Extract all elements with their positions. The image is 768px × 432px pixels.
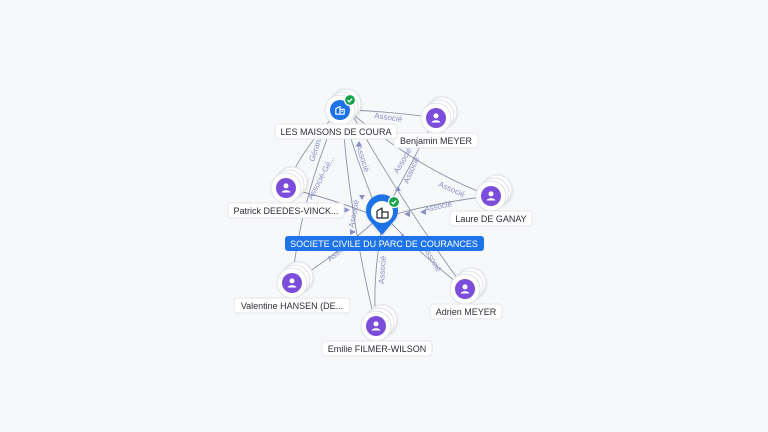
edge-label: Associé: [374, 111, 404, 124]
edge-label: Associé: [437, 180, 467, 200]
node-label: Laure DE GANAY: [455, 214, 526, 224]
node-label-box: [429, 303, 503, 320]
edge-label: Associé: [377, 255, 388, 284]
edge-label: Gérant: [307, 136, 323, 163]
node-label: Emilie FILMER-WILSON: [328, 344, 427, 354]
node-label-box: [227, 202, 345, 219]
arrowhead: [395, 186, 401, 191]
arrowhead: [420, 209, 426, 215]
arrowhead: [356, 141, 362, 146]
building-icon: [376, 207, 389, 219]
node-les-maisons-de-coura[interactable]: LES MAISONS DE COURA: [274, 88, 398, 140]
edge-emilie-maisons: [341, 113, 377, 327]
arrowhead: [404, 211, 410, 217]
node-label: LES MAISONS DE COURA: [280, 127, 391, 137]
node-label: Patrick DEEDES-VINCK...: [233, 206, 338, 216]
node-label: Valentine HANSEN (DE...: [241, 301, 343, 311]
node-label: Benjamin MEYER: [400, 136, 473, 146]
node-benjamin-meyer[interactable]: Benjamin MEYER: [393, 96, 479, 149]
edge-label: Associé: [354, 144, 371, 174]
node-label: Adrien MEYER: [436, 307, 497, 317]
node-societe-civile-du-parc-de-courances[interactable]: SOCIETE CIVILE DU PARC DE COURANCES: [285, 194, 484, 251]
node-emilie-filmer-wilson[interactable]: Emilie FILMER-WILSON: [321, 304, 433, 357]
node-patrick-deedes-vinck[interactable]: Patrick DEEDES-VINCK...: [227, 166, 345, 219]
node-label-box: [449, 210, 533, 227]
node-label-box: [274, 123, 398, 140]
node-label-box: [393, 132, 479, 149]
center-node-label: SOCIETE CIVILE DU PARC DE COURANCES: [290, 239, 478, 249]
node-laure-de-ganay[interactable]: Laure DE GANAY: [449, 174, 533, 227]
arrowhead: [344, 207, 350, 213]
node-adrien-meyer[interactable]: Adrien MEYER: [429, 267, 503, 320]
center-label-box: [285, 236, 484, 251]
node-valentine-hansen[interactable]: Valentine HANSEN (DE...: [233, 261, 351, 314]
arrowhead: [359, 195, 365, 200]
edge-label: Associé: [347, 199, 361, 229]
node-label-box: [233, 297, 351, 314]
node-label-box: [321, 340, 433, 357]
arrowhead: [350, 229, 356, 235]
edge-label: Associé: [424, 199, 454, 214]
